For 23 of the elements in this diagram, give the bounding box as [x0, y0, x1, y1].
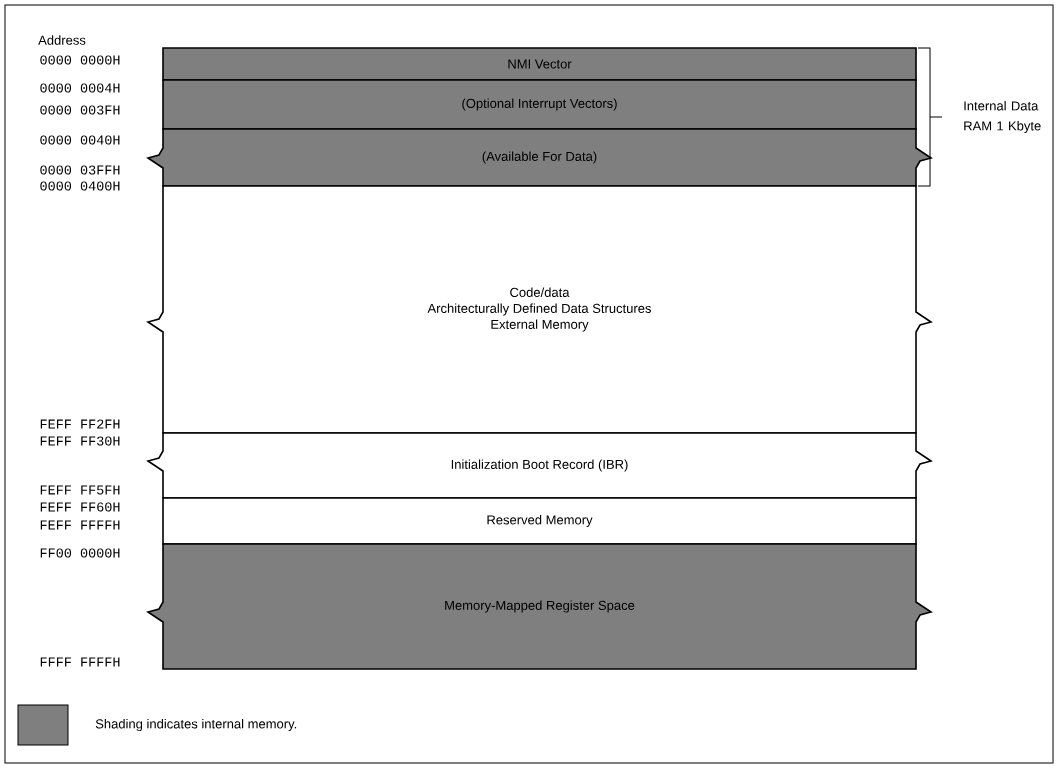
memory-band: Memory-Mapped Register Space [146, 543, 933, 670]
memory-band: Code/data Architecturally Defined Data Structures External Memory [146, 185, 933, 434]
address-label: 0000 03FFH [40, 165, 120, 175]
address-label: FEFF FF60H [40, 502, 120, 512]
address-label: FEFF FF2FH [40, 419, 120, 429]
bracket-label: Internal Data RAM 1 Kbyte [964, 100, 1041, 134]
address-label: 0000 003FH [40, 105, 120, 115]
address-label: 0000 0400H [40, 181, 120, 191]
memory-band: Reserved Memory [162, 497, 917, 545]
address-label: 0000 0004H [40, 83, 120, 93]
address-label: FEFF FFFFH [40, 520, 120, 530]
address-label: FEFF FF30H [40, 436, 120, 446]
memory-band: (Optional Interrupt Vectors) [162, 79, 917, 130]
memory-band: Initialization Boot Record (IBR) [146, 432, 933, 499]
legend-text: Shading indicates internal memory. [95, 718, 297, 732]
address-label: FEFF FF5FH [40, 485, 120, 495]
address-label: FFFF FFFFH [40, 657, 120, 667]
address-label: 0000 0000H [40, 55, 120, 65]
column-heading: Address [38, 35, 86, 45]
memory-band: (Available For Data) [146, 128, 933, 187]
memory-band: NMI Vector [162, 47, 917, 81]
address-label: 0000 0040H [40, 135, 120, 145]
address-label: FF00 0000H [40, 548, 120, 558]
